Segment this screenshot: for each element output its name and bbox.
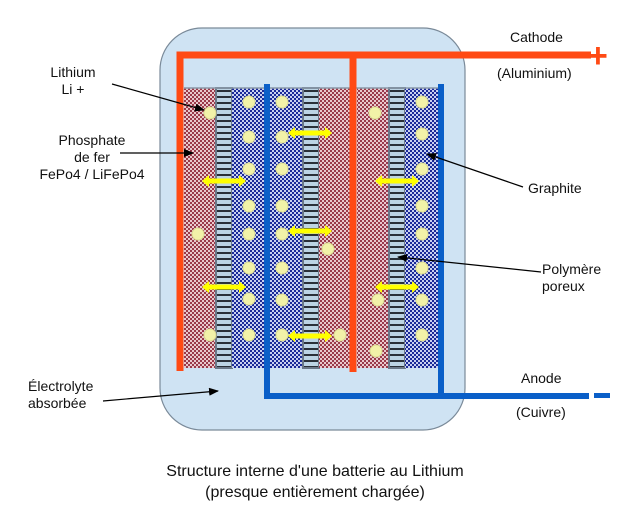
phosphate-layer (319, 88, 350, 368)
double-arrow-icon (375, 281, 419, 293)
lithium-ion (275, 95, 289, 109)
electrolyte-label: Électrolyte (28, 378, 94, 394)
polymer-callout-arrow (397, 253, 542, 273)
lithium-ion (275, 199, 289, 213)
polymer-separator (388, 87, 406, 369)
lithium-ion (415, 95, 429, 109)
diagram-subtitle: (presque entièrement chargée) (205, 484, 425, 501)
anode-material-label: (Cuivre) (516, 404, 566, 420)
polymer-label: Polymère (542, 261, 601, 277)
electrolyte-callout-arrow (102, 387, 219, 402)
lithium-ion (203, 328, 217, 342)
lithium-ion (321, 242, 335, 256)
lithium-callout-arrow (111, 83, 205, 112)
diagram-title: Structure interne d'une batterie au Lith… (166, 463, 463, 480)
ion-movement-arrows (202, 127, 419, 342)
phosphate-layer (357, 88, 389, 368)
lithium-ion (275, 261, 289, 275)
lithium-ions (191, 95, 429, 358)
lithium-ion (242, 130, 256, 144)
lithium-ion (368, 106, 382, 120)
lithium-ion (275, 162, 289, 176)
graphite-callout-arrow (426, 153, 524, 188)
polymer-separator (215, 87, 233, 369)
lithium-ion (242, 328, 256, 342)
double-arrow-icon (288, 225, 332, 237)
double-arrow-icon (288, 330, 332, 342)
lithium-ion (275, 227, 289, 241)
lithium-ion (242, 95, 256, 109)
lithium-ion (371, 293, 385, 307)
cathode-material-label: (Aluminium) (497, 65, 572, 81)
lithium-ion (242, 199, 256, 213)
double-arrow-icon (202, 175, 246, 187)
lithium-ion (275, 293, 289, 307)
cathode-conductor (176, 51, 591, 372)
lithium-ion (415, 227, 429, 241)
lithium-ion (415, 162, 429, 176)
polymer-separator (302, 87, 320, 369)
cathode-label: Cathode (510, 29, 563, 45)
lithium-ion (415, 293, 429, 307)
phosphate-label-2: de fer (74, 149, 110, 165)
plus-sign: + (588, 37, 608, 75)
anode-label: Anode (521, 370, 562, 386)
callout-lines (102, 83, 542, 402)
lithium-ion (275, 328, 289, 342)
electrode-layers (184, 87, 438, 369)
lithium-ion (275, 130, 289, 144)
lithium-ion (242, 162, 256, 176)
phosphate-label-formula: FePo4 / LiFePo4 (39, 166, 144, 182)
phosphate-label: Phosphate (59, 132, 126, 148)
lithium-ion (203, 106, 217, 120)
double-arrow-icon (375, 175, 419, 187)
lithium-ion (415, 127, 429, 141)
lithium-ion (242, 261, 256, 275)
lithium-ion (242, 227, 256, 241)
lithium-label: Lithium (50, 64, 95, 80)
polymer-label-2: poreux (542, 278, 585, 294)
lithium-ion (415, 328, 429, 342)
lithium-label-formula: Li + (62, 81, 85, 97)
graphite-layer (270, 88, 303, 368)
lithium-ion (415, 261, 429, 275)
lithium-ion (333, 328, 347, 342)
lithium-ion (415, 199, 429, 213)
double-arrow-icon (202, 281, 246, 293)
lithium-ion (369, 344, 383, 358)
graphite-label: Graphite (528, 180, 582, 196)
double-arrow-icon (288, 127, 332, 139)
anode-conductor (264, 84, 589, 399)
minus-sign (594, 393, 610, 398)
electrolyte-label-2: absorbée (28, 395, 87, 411)
lithium-ion (242, 292, 256, 306)
lithium-ion (191, 227, 205, 241)
